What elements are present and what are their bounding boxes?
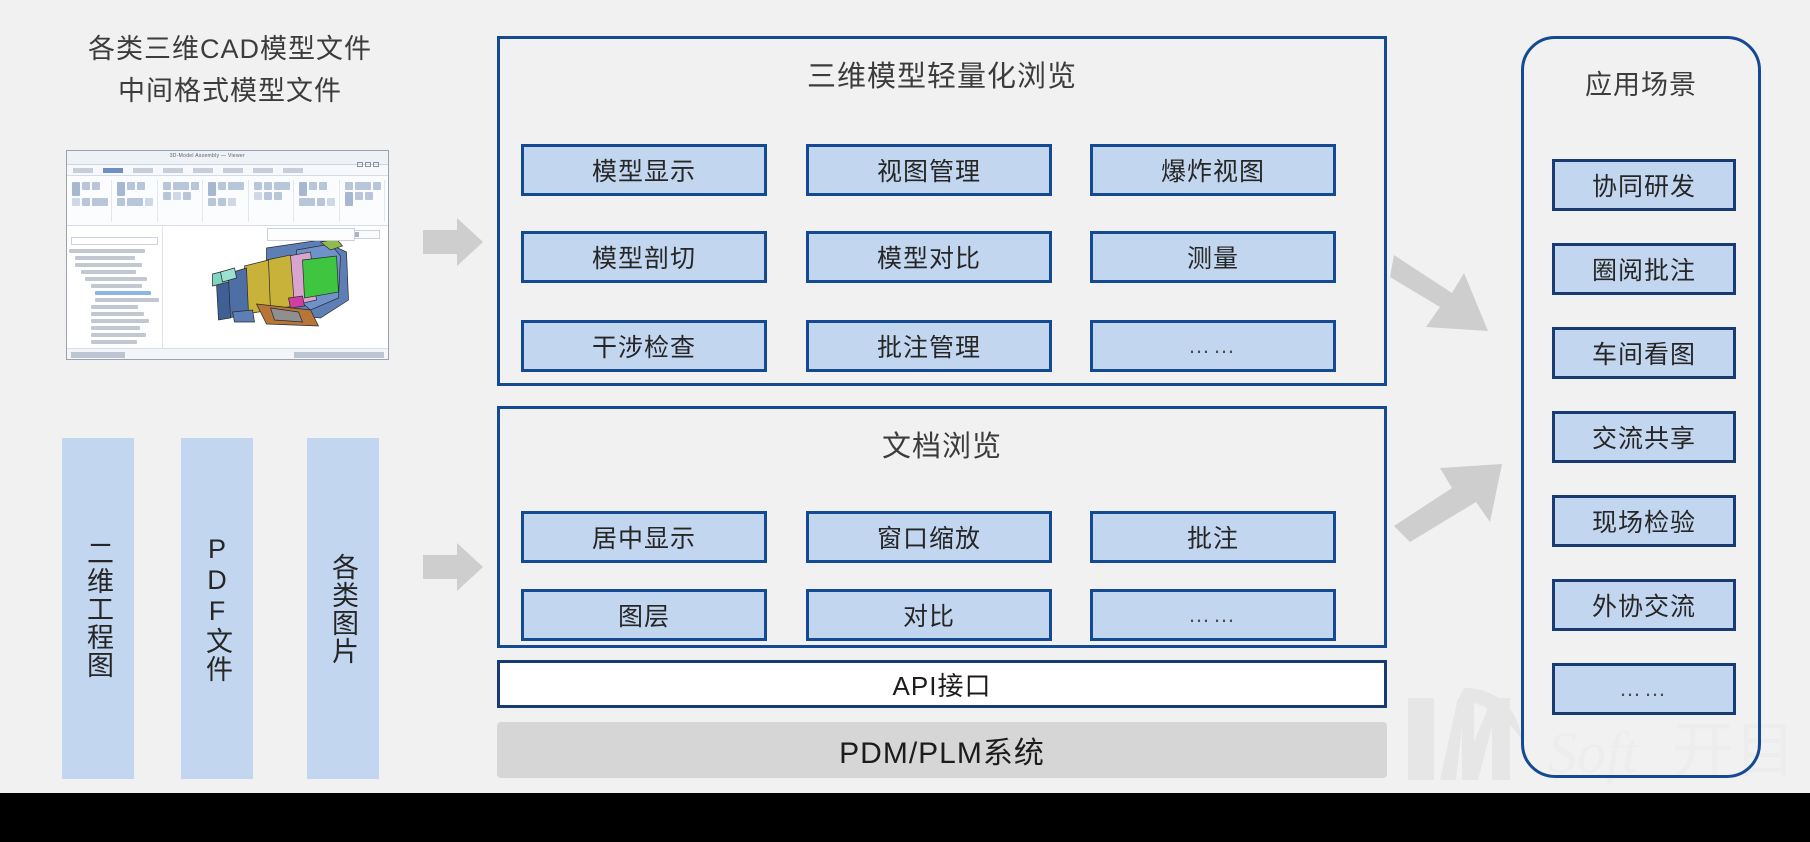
feature-model-section[interactable]: 模型剖切 bbox=[521, 231, 767, 283]
scenario-label: …… bbox=[1619, 676, 1669, 701]
scenario-label: 车间看图 bbox=[1591, 341, 1696, 369]
scenario-review-annotation[interactable]: 圈阅批注 bbox=[1552, 243, 1736, 295]
feature-label: 居中显示 bbox=[591, 525, 696, 553]
scenario-communication-sharing[interactable]: 交流共享 bbox=[1552, 411, 1736, 463]
pdm-plm-system-label: PDM/PLM系统 bbox=[839, 737, 1045, 770]
feature-measure[interactable]: 测量 bbox=[1090, 231, 1336, 283]
cad-tooltip bbox=[267, 228, 355, 241]
panel-model-viewer-title: 三维模型轻量化浏览 bbox=[806, 61, 1077, 93]
cad-3d-model bbox=[212, 238, 349, 327]
pdm-plm-system-bar[interactable]: PDM/PLM系统 bbox=[497, 722, 1387, 778]
feature-more-model[interactable]: …… bbox=[1090, 320, 1336, 372]
scenario-onsite-inspection[interactable]: 现场检验 bbox=[1552, 495, 1736, 547]
panel-model-viewer: 三维模型轻量化浏览 模型显示 视图管理 爆炸视图 模型剖切 模型对比 测量 干涉… bbox=[497, 36, 1387, 386]
diagram-stage: Soft 开目 各类三维CAD模型文件 中间格式模型文件 3D-Model As… bbox=[40, 28, 1761, 780]
scenario-more[interactable]: …… bbox=[1552, 663, 1736, 715]
feature-label: 批注管理 bbox=[876, 334, 981, 362]
feature-label: 模型剖切 bbox=[591, 245, 696, 273]
scenario-label: 外协交流 bbox=[1591, 593, 1696, 621]
cad-application-screenshot: 3D-Model Assembly — Viewer bbox=[66, 150, 389, 360]
cad-statusbar bbox=[67, 348, 388, 359]
scenario-label: 现场检验 bbox=[1591, 509, 1696, 537]
feature-annotation-management[interactable]: 批注管理 bbox=[806, 320, 1052, 372]
arrow-right-to-model-panel bbox=[423, 218, 483, 266]
panel-document-viewer: 文档浏览 居中显示 窗口缩放 批注 图层 对比 …… bbox=[497, 406, 1387, 648]
source-bar-2d-drawing[interactable]: 二维工程图 bbox=[62, 438, 134, 779]
bottom-black-bar bbox=[0, 793, 1810, 842]
panel-document-viewer-title: 文档浏览 bbox=[881, 431, 1002, 463]
arrow-diagonal-up-right bbox=[1390, 430, 1540, 550]
feature-label: 模型显示 bbox=[591, 158, 696, 186]
scenario-label: 协同研发 bbox=[1591, 173, 1696, 201]
feature-model-compare[interactable]: 模型对比 bbox=[806, 231, 1052, 283]
feature-exploded-view[interactable]: 爆炸视图 bbox=[1090, 144, 1336, 196]
feature-view-management[interactable]: 视图管理 bbox=[806, 144, 1052, 196]
panel-application-scenarios-title: 应用场景 bbox=[1585, 70, 1697, 100]
cad-model-tree bbox=[67, 226, 163, 348]
scenario-label: 圈阅批注 bbox=[1591, 257, 1696, 285]
scenario-shopfloor-viewing[interactable]: 车间看图 bbox=[1552, 327, 1736, 379]
feature-annotation[interactable]: 批注 bbox=[1090, 511, 1336, 563]
feature-interference-check[interactable]: 干涉检查 bbox=[521, 320, 767, 372]
feature-label: …… bbox=[1188, 602, 1238, 627]
source-bar-label: 二维工程图 bbox=[83, 538, 113, 679]
left-title-line-1: 各类三维CAD模型文件 bbox=[87, 34, 372, 64]
feature-label: 模型对比 bbox=[876, 245, 981, 273]
feature-label: 窗口缩放 bbox=[876, 525, 981, 553]
cad-window-controls bbox=[355, 154, 385, 167]
cad-titlebar: 3D-Model Assembly — Viewer bbox=[67, 151, 388, 167]
feature-layers[interactable]: 图层 bbox=[521, 589, 767, 641]
cad-ribbon bbox=[67, 176, 388, 226]
arrow-diagonal-down-right bbox=[1390, 245, 1540, 365]
api-interface-bar[interactable]: API接口 bbox=[497, 660, 1387, 708]
left-title-line-2: 中间格式模型文件 bbox=[118, 76, 342, 106]
source-bar-label: 各类图片 bbox=[328, 552, 358, 665]
source-bar-images[interactable]: 各类图片 bbox=[307, 438, 379, 779]
cad-window-title: 3D-Model Assembly — Viewer bbox=[169, 153, 245, 159]
feature-label: 批注 bbox=[1186, 525, 1239, 553]
api-interface-label: API接口 bbox=[892, 670, 992, 701]
feature-label: 图层 bbox=[617, 603, 670, 631]
feature-label: 视图管理 bbox=[876, 158, 981, 186]
cad-body bbox=[67, 226, 388, 348]
cad-3d-viewport bbox=[163, 226, 388, 348]
cad-tree-search bbox=[71, 237, 158, 245]
feature-center-display[interactable]: 居中显示 bbox=[521, 511, 767, 563]
source-bar-label: PDF文件 bbox=[202, 534, 232, 683]
feature-compare[interactable]: 对比 bbox=[806, 589, 1052, 641]
feature-more-doc[interactable]: …… bbox=[1090, 589, 1336, 641]
feature-label: 干涉检查 bbox=[591, 334, 696, 362]
feature-model-display[interactable]: 模型显示 bbox=[521, 144, 767, 196]
left-header-title: 各类三维CAD模型文件 中间格式模型文件 bbox=[40, 28, 420, 112]
scenario-collaborative-rd[interactable]: 协同研发 bbox=[1552, 159, 1736, 211]
source-bar-pdf[interactable]: PDF文件 bbox=[181, 438, 253, 779]
feature-window-zoom[interactable]: 窗口缩放 bbox=[806, 511, 1052, 563]
feature-label: 测量 bbox=[1186, 245, 1239, 273]
feature-label: 爆炸视图 bbox=[1160, 158, 1265, 186]
feature-label: 对比 bbox=[902, 603, 955, 631]
feature-label: …… bbox=[1188, 333, 1238, 358]
scenario-outsourcing-exchange[interactable]: 外协交流 bbox=[1552, 579, 1736, 631]
arrow-right-to-doc-panel bbox=[423, 543, 483, 591]
cad-ribbon-tabs bbox=[67, 165, 388, 176]
panel-application-scenarios: 应用场景 协同研发 圈阅批注 车间看图 交流共享 现场检验 外协交流 …… bbox=[1521, 36, 1761, 778]
scenario-label: 交流共享 bbox=[1591, 425, 1696, 453]
